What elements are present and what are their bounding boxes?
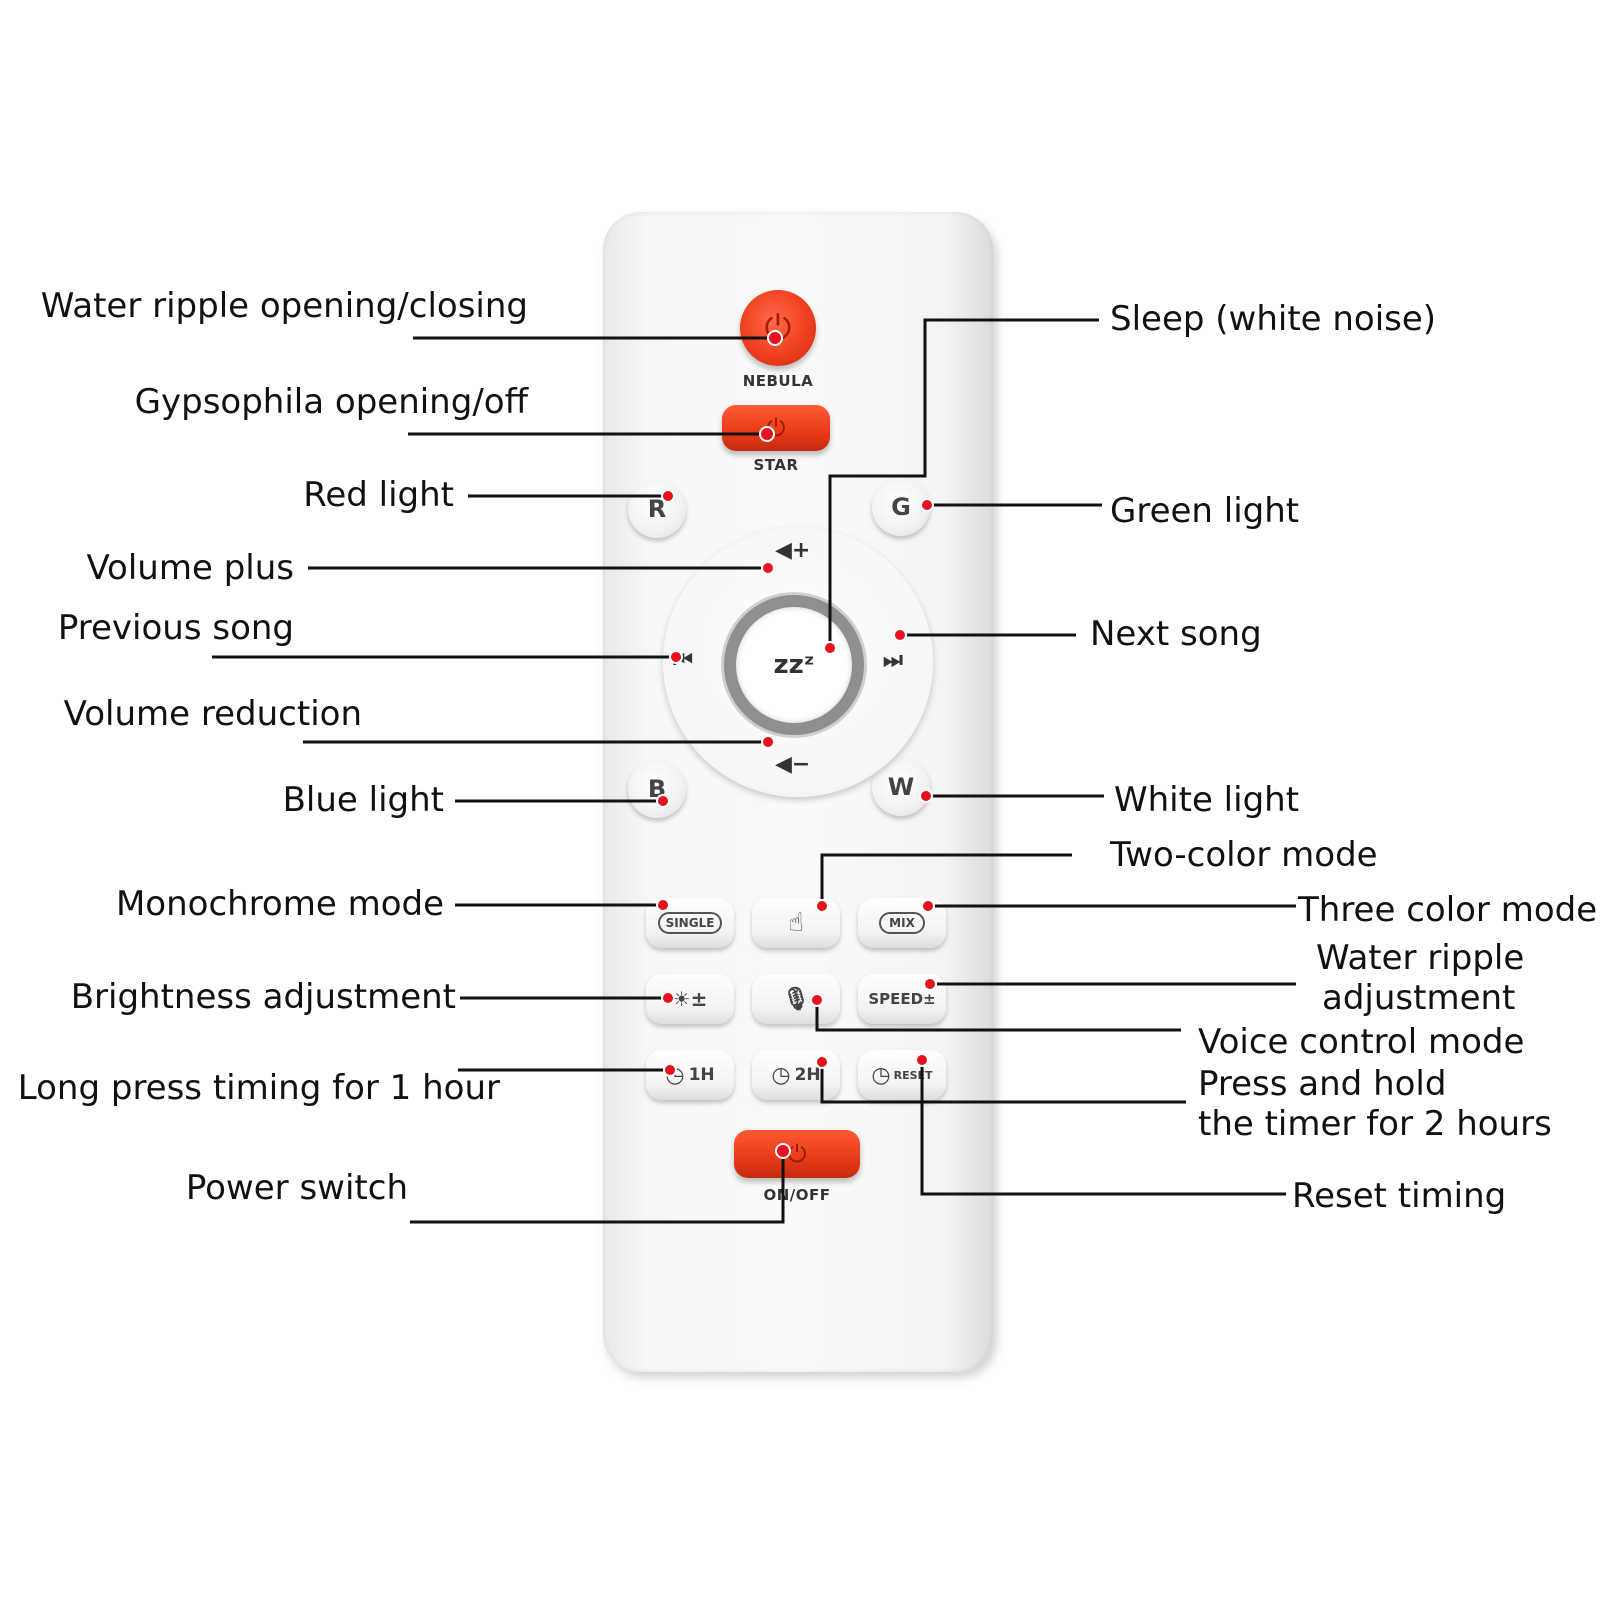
marker-three-color — [921, 899, 935, 913]
speed-key-label: SPEED± — [868, 990, 936, 1008]
marker-volume-reduction — [761, 735, 775, 749]
timer-1h-key-label: 1H — [688, 1065, 715, 1085]
label-water-ripple-adjust-2: adjustment — [1322, 978, 1516, 1018]
next-track-icon[interactable]: ⏭ — [883, 648, 903, 673]
label-sleep: Sleep (white noise) — [1110, 299, 1437, 339]
reset-timer-button[interactable]: ◷ RESET — [858, 1050, 946, 1100]
marker-two-color — [815, 899, 829, 913]
label-next-song: Next song — [1090, 614, 1262, 654]
label-three-color: Three color mode — [1298, 890, 1598, 930]
volume-down-icon[interactable]: ◀− — [775, 752, 811, 777]
label-green-light: Green light — [1110, 491, 1300, 531]
onoff-caption: ON/OFF — [763, 1186, 831, 1204]
label-previous-song: Previous song — [57, 608, 294, 648]
marker-brightness — [661, 991, 675, 1005]
brightness-icon: ☀± — [672, 987, 708, 1011]
label-timer-2h-2: the timer for 2 hours — [1198, 1104, 1552, 1144]
marker-voice-control — [810, 993, 824, 1007]
leader-sleep — [828, 318, 1099, 648]
blue-light-button[interactable]: B — [628, 760, 686, 818]
marker-reset-timing — [915, 1053, 929, 1067]
label-voice-control: Voice control mode — [1198, 1022, 1525, 1062]
leader-two-color — [820, 853, 1072, 906]
label-blue-light: Blue light — [282, 780, 444, 820]
star-power-button[interactable]: ⏻ — [722, 405, 830, 451]
leader-reset-timing — [920, 1060, 1286, 1196]
leader-voice-control — [815, 1000, 1181, 1032]
voice-control-button[interactable]: 🎙 — [752, 974, 840, 1024]
marker-sleep — [823, 641, 837, 655]
label-timer-1h: Long press timing for 1 hour — [17, 1068, 500, 1108]
single-mode-button[interactable]: SINGLE — [646, 898, 734, 948]
marker-volume-plus — [761, 561, 775, 575]
label-reset-timing: Reset timing — [1292, 1176, 1507, 1216]
marker-water-ripple — [767, 330, 783, 346]
label-red-light: Red light — [303, 475, 454, 515]
label-monochrome: Monochrome mode — [115, 884, 444, 924]
nebula-power-button[interactable]: ⏻ — [740, 290, 816, 366]
leader-power-switch — [410, 1151, 785, 1224]
marker-timer-2h — [815, 1055, 829, 1069]
label-water-ripple: Water ripple opening/closing — [40, 286, 528, 326]
timer-2h-key-label: 2H — [794, 1065, 821, 1085]
timer-1h-button[interactable]: ◷ 1H — [646, 1050, 734, 1100]
sleep-icon: zzᶻ — [773, 650, 815, 680]
marker-monochrome — [656, 898, 670, 912]
marker-gypsophila — [759, 426, 775, 442]
microphone-icon: 🎙 — [782, 986, 810, 1012]
clock-icon: ◷ — [771, 1062, 791, 1088]
label-volume-reduction: Volume reduction — [63, 694, 362, 734]
label-timer-2h-1: Press and hold — [1198, 1064, 1447, 1104]
mix-mode-icon: MIX — [879, 912, 925, 934]
white-light-key-label: W — [887, 773, 915, 801]
marker-previous-song — [669, 650, 683, 664]
marker-red-light — [661, 489, 675, 503]
power-switch-button[interactable]: ⏻ — [734, 1130, 860, 1178]
marker-next-song — [893, 628, 907, 642]
label-two-color: Two-color mode — [1110, 835, 1378, 875]
marker-timer-1h — [663, 1063, 677, 1077]
red-light-button[interactable]: R — [628, 480, 686, 538]
green-light-key-label: G — [891, 493, 911, 521]
star-caption: STAR — [753, 456, 799, 474]
marker-water-ripple-adjust — [923, 977, 937, 991]
label-power-switch: Power switch — [185, 1168, 408, 1208]
label-gypsophila: Gypsophila opening/off — [134, 382, 528, 422]
red-light-key-label: R — [647, 495, 667, 523]
power-icon: ⏻ — [787, 1140, 807, 1168]
label-volume-plus: Volume plus — [86, 548, 294, 588]
volume-up-icon[interactable]: ◀+ — [775, 538, 811, 563]
leader-timer-2h — [820, 1062, 1186, 1104]
touch-mix-icon: ☝ — [788, 908, 804, 938]
marker-white-light — [919, 789, 933, 803]
nebula-caption: NEBULA — [742, 372, 814, 390]
marker-blue-light — [656, 794, 670, 808]
sleep-button[interactable]: zzᶻ — [724, 595, 864, 735]
marker-green-light — [920, 498, 934, 512]
label-brightness: Brightness adjustment — [70, 977, 456, 1017]
clock-icon: ◷ — [871, 1062, 891, 1088]
label-water-ripple-adjust-1: Water ripple — [1316, 938, 1525, 978]
single-mode-icon: SINGLE — [657, 912, 723, 934]
label-white-light: White light — [1114, 780, 1300, 820]
marker-power-switch — [775, 1143, 791, 1159]
